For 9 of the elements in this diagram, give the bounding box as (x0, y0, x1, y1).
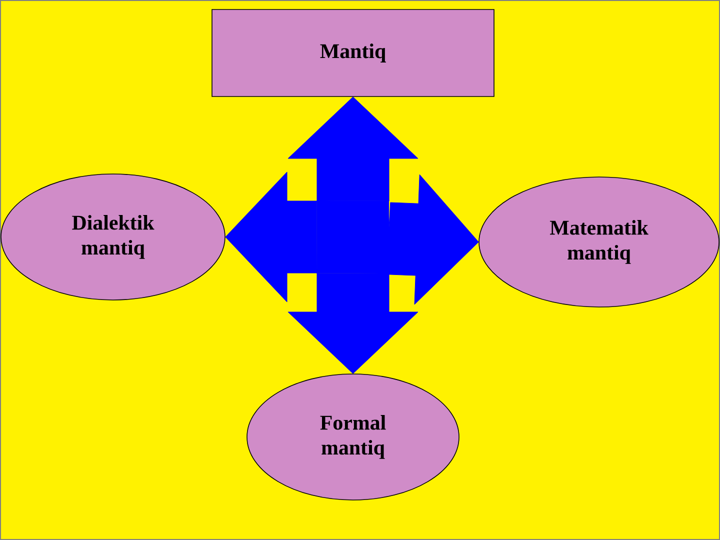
block-arrow (386, 174, 479, 305)
arrow-hub (317, 201, 389, 273)
block-arrow (288, 272, 418, 374)
ellipse-node: Matematik mantiq (478, 176, 720, 308)
block-arrow (288, 96, 418, 202)
ellipse-node: Formal mantiq (246, 374, 460, 500)
title-box: Mantiq (212, 9, 494, 97)
ellipse-node: Dialektik mantiq (0, 174, 226, 300)
block-arrow (225, 172, 318, 302)
